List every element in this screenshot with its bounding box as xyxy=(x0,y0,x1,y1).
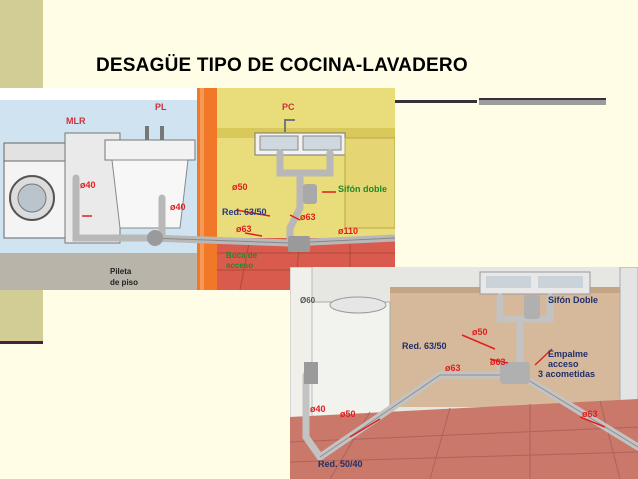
label-empalme-1: Empalme xyxy=(548,349,588,359)
label-o50-a: ø50 xyxy=(472,327,488,337)
label-boca-1: Boca de xyxy=(226,251,258,260)
label-pileta-1: Pileta xyxy=(110,267,132,276)
label-red-63-50: Red. 63/50 xyxy=(222,207,267,217)
drainage-illustration-bottom: Ø60 Sifón Doble ø50 Red. 63/50 ø63 ø63 E… xyxy=(290,267,638,479)
label-pc: PC xyxy=(282,102,295,112)
label-o40-b: ø40 xyxy=(170,202,186,212)
label-o63-a: ø63 xyxy=(300,212,316,222)
label-sifon: Sifón doble xyxy=(338,184,387,194)
label-mlr: MLR xyxy=(66,116,86,126)
label-o40-a: ø40 xyxy=(80,180,96,190)
label-red-50-40: Red. 50/40 xyxy=(318,459,363,469)
slide-title: DESAGÜE TIPO DE COCINA-LAVADERO xyxy=(96,55,468,76)
label-o63-c: ø63 xyxy=(582,409,598,419)
label-o50: ø50 xyxy=(232,182,248,192)
drainage-diagram-top: MLR PL PC Sifón doble ø40 ø40 ø50 Red. 6… xyxy=(0,88,395,290)
drainage-diagram-bottom: Ø60 Sifón Doble ø50 Red. 63/50 ø63 ø63 E… xyxy=(290,267,638,479)
label-boca-2: acceso xyxy=(226,261,253,270)
label-pl: PL xyxy=(155,102,167,112)
drainage-illustration-top: MLR PL PC Sifón doble ø40 ø40 ø50 Red. 6… xyxy=(0,88,395,290)
label-o60: Ø60 xyxy=(300,296,316,305)
label-o40: ø40 xyxy=(310,404,326,414)
label-o63-a: ø63 xyxy=(490,357,506,367)
side-band-bottom xyxy=(0,290,43,342)
label-o63-b: ø63 xyxy=(236,224,252,234)
kitchen-sink xyxy=(254,119,395,229)
label-empalme-3: 3 acometidas xyxy=(538,369,595,379)
side-band-line xyxy=(0,341,43,344)
label-sifon-doble: Sifón Doble xyxy=(548,295,598,305)
label-red-63-50: Red. 63/50 xyxy=(402,341,447,351)
title-rule-dark xyxy=(395,100,477,103)
label-pileta-2: de piso xyxy=(110,278,138,287)
label-o110: ø110 xyxy=(338,226,358,236)
label-o50-b: ø50 xyxy=(340,409,356,419)
label-empalme-2: acceso xyxy=(548,359,579,369)
washing-machine xyxy=(3,142,67,239)
title-rule-grey xyxy=(479,98,606,105)
label-o63-b: ø63 xyxy=(445,363,461,373)
side-band-top xyxy=(0,0,43,88)
